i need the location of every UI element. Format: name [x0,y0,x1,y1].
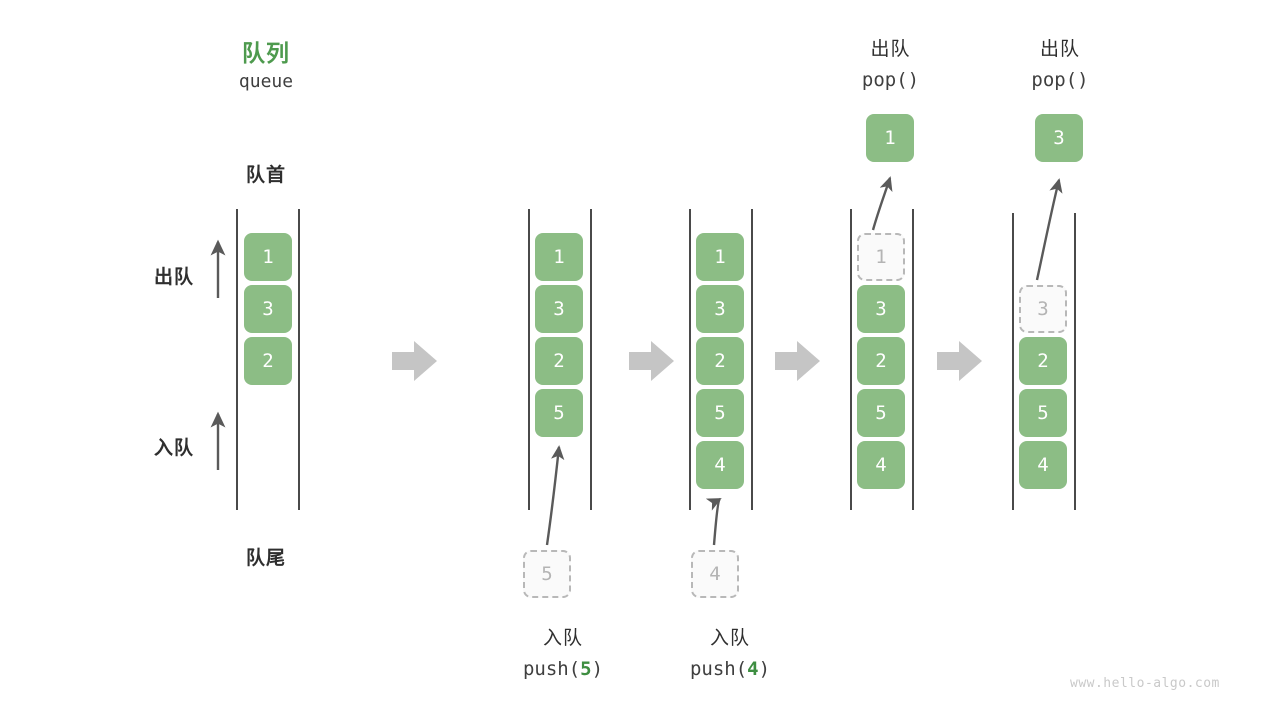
queue-cell: 2 [535,337,583,385]
queue-cell: 1 [535,233,583,281]
queue-cell: 2 [1019,337,1067,385]
step-caption-code: push(5) [478,658,648,680]
queue-cell: 2 [857,337,905,385]
queue-cell: 3 [857,285,905,333]
popped-element: 3 [1035,114,1083,162]
queue-cell: 3 [244,285,292,333]
queue-cell: 5 [1019,389,1067,437]
queue-rail-right-5 [1074,213,1076,510]
pop-head-code: pop() [1031,69,1089,91]
queue-rail-right-4 [912,209,914,510]
queue-rail-left-1 [236,209,238,510]
flow-right-arrow-icon [775,341,820,381]
diagram-title-en: queue [238,71,294,92]
pop-head-cn: 出队 [870,39,911,60]
watermark: www.hello-algo.com [1070,676,1220,691]
code-suffix: ) [591,658,604,680]
diagram-title-cn: 队列 [242,40,290,66]
push-motion-arrow-icon [705,497,722,546]
pop-head-cn: 出队 [1039,39,1080,60]
flow-right-arrow-icon [392,341,437,381]
queue-cell: 4 [1019,441,1067,489]
code-suffix: ) [758,658,771,680]
flow-right-arrow-icon [937,341,982,381]
queue-cell-removed: 1 [857,233,905,281]
code-arg: 5 [580,658,592,680]
popped-element: 1 [866,114,914,162]
code-prefix: push( [522,658,581,680]
code-prefix: push( [689,658,748,680]
code-arg: 4 [747,658,759,680]
push-motion-arrow-icon [545,445,565,546]
step-caption-code: push(4) [645,658,815,680]
step-caption-cn: 入队 [542,628,583,649]
queue-cell: 2 [696,337,744,385]
queue-cell: 1 [696,233,744,281]
queue-rail-left-5 [1012,213,1014,510]
queue-cell: 4 [857,441,905,489]
pop-head-code: pop() [861,69,920,91]
queue-cell-new: 4 [696,441,744,489]
queue-rail-right-3 [751,209,753,510]
rear-label: 队尾 [245,548,286,569]
step-caption-cn: 入队 [709,628,750,649]
incoming-element-ghost: 5 [523,550,571,598]
dequeue-axis-label: 出队 [153,267,194,288]
queue-cell: 2 [244,337,292,385]
pop-motion-arrow-icon [1035,178,1063,281]
queue-rail-left-2 [528,209,530,510]
queue-cell: 5 [857,389,905,437]
queue-rail-left-3 [689,209,691,510]
queue-cell: 1 [244,233,292,281]
front-label: 队首 [245,165,286,186]
queue-rail-right-1 [298,209,300,510]
queue-rail-left-4 [850,209,852,510]
queue-cell: 3 [696,285,744,333]
queue-rail-right-2 [590,209,592,510]
queue-cell: 5 [696,389,744,437]
pop-motion-arrow-icon [871,176,893,231]
flow-right-arrow-icon [629,341,674,381]
queue-cell-removed: 3 [1019,285,1067,333]
queue-cell: 3 [535,285,583,333]
queue-cell-new: 5 [535,389,583,437]
enqueue-axis-label: 入队 [153,438,194,459]
incoming-element-ghost: 4 [691,550,739,598]
